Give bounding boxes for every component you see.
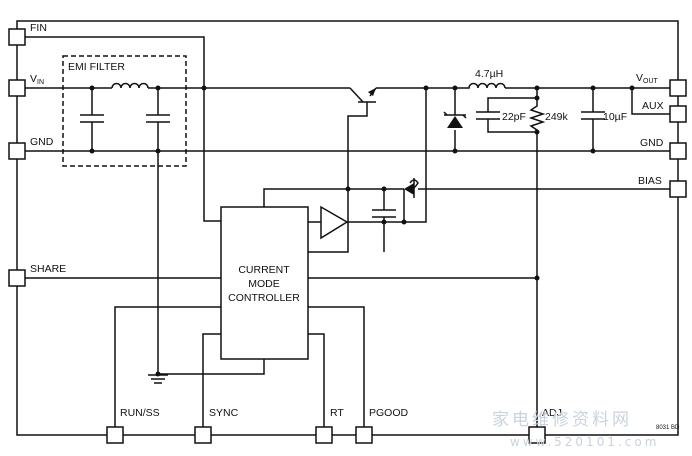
- pin-aux: [669, 105, 687, 123]
- pin-bias: [669, 180, 687, 198]
- junction-dots: [89, 85, 635, 377]
- pin-adj: [528, 426, 546, 444]
- pin-vin: [8, 79, 26, 97]
- label-cap-out: 10µF: [603, 111, 627, 123]
- transistor: [349, 87, 364, 103]
- controller-line1: CURRENT: [238, 264, 290, 276]
- sync-line: [202, 333, 221, 427]
- pin-rt: [315, 426, 333, 444]
- pin-fin: [8, 28, 26, 46]
- label-bias: BIAS: [638, 175, 662, 187]
- label-vin: VIN: [30, 73, 44, 86]
- watermark-url: www.520101.com: [510, 435, 659, 449]
- pin-pgood: [355, 426, 373, 444]
- label-run-ss: RUN/SS: [120, 407, 160, 419]
- emi-inductor: [111, 82, 149, 89]
- label-adj: ADJ: [542, 407, 562, 419]
- label-resistor: 249k: [545, 111, 569, 123]
- fin-line: [25, 36, 221, 222]
- pgood-line: [308, 306, 365, 427]
- feedback-resistor: [528, 98, 546, 280]
- controller-line3: CONTROLLER: [228, 292, 300, 304]
- pin-vout: [669, 79, 687, 97]
- emi-filter-box: [62, 55, 187, 167]
- label-gnd-right: GND: [640, 137, 664, 149]
- module-outline: [16, 20, 679, 436]
- controller-line2: MODE: [248, 278, 280, 290]
- label-inductor: 4.7µH: [475, 68, 503, 80]
- label-cap-ff: 22pF: [502, 111, 526, 123]
- pin-share: [8, 269, 26, 287]
- label-sync: SYNC: [209, 407, 239, 419]
- label-gnd-left: GND: [30, 136, 54, 148]
- label-vout: VOUT: [636, 72, 659, 85]
- label-fin: FIN: [30, 22, 47, 34]
- label-aux: AUX: [642, 100, 664, 112]
- driver-buffer: [320, 205, 349, 240]
- figure-code: 8031 BD: [656, 425, 680, 431]
- label-emi-filter: EMI FILTER: [68, 61, 125, 73]
- bias-diode: [404, 183, 414, 195]
- pin-sync: [194, 426, 212, 444]
- pin-gnd-right: [669, 142, 687, 160]
- run-ss-line: [114, 306, 221, 427]
- aux-line: [631, 88, 670, 115]
- rt-line: [308, 333, 325, 427]
- pin-gnd-left: [8, 142, 26, 160]
- output-inductor: [455, 82, 506, 89]
- pin-run-ss: [106, 426, 124, 444]
- label-pgood: PGOOD: [369, 407, 409, 419]
- label-share: SHARE: [30, 263, 66, 275]
- label-rt: RT: [330, 407, 344, 419]
- watermark-text: 家电维修资料网: [492, 410, 632, 430]
